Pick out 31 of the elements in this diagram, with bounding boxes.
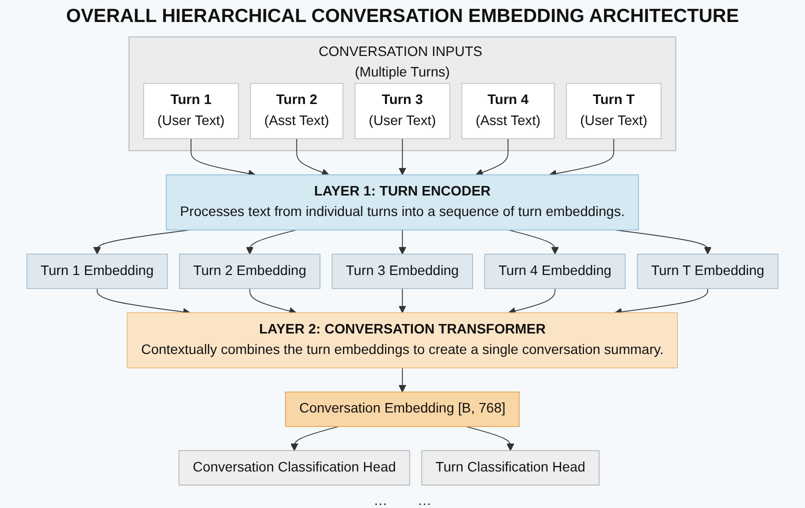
ellipsis-text: …: [374, 492, 388, 508]
arrow: [398, 367, 406, 392]
arrow: [93, 230, 190, 254]
node-box: Turn 4 Embedding: [484, 254, 626, 289]
node-box: Turn 1 Embedding: [26, 254, 168, 289]
node-box: Conversation Classification Head: [178, 450, 410, 486]
arrow: [398, 138, 406, 176]
node-box: Turn 1 (User Text): [143, 83, 239, 140]
arrow: [296, 138, 330, 176]
arrow: [290, 426, 340, 451]
node-box: Turn T (User Text): [566, 83, 662, 140]
arrow: [398, 230, 406, 254]
arrow: [508, 230, 559, 254]
node-box: LAYER 2: CONVERSATION TRANSFORMER Contextually combines the turn embeddings to create a single conversation summary.: [126, 312, 678, 368]
node-box: Turn Classification Head: [421, 450, 600, 486]
arrow: [466, 426, 514, 451]
node-box: Turn 4 (Asst Text): [461, 83, 555, 140]
arrow: [249, 288, 297, 315]
node-box: Turn 3 Embedding: [332, 254, 474, 289]
arrow: [508, 288, 556, 315]
node-box: LAYER 1: TURN ENCODER Processes text from individual turns into a sequence of turn embeddings.: [166, 174, 639, 230]
node-box: Conversation Embedding [B, 768]: [285, 392, 520, 427]
node-box: Turn 2 Embedding: [179, 254, 320, 289]
node-box: Turn 3 (User Text): [354, 83, 450, 140]
node-box: Turn T Embedding: [636, 254, 779, 289]
arrow: [246, 230, 297, 254]
arrow: [398, 288, 406, 314]
node-box: Turn 2 (Asst Text): [250, 83, 344, 140]
ellipsis-text: …: [418, 492, 432, 508]
diagram-title: OVERALL HIERARCHICAL CONVERSATION EMBEDDING ARCHITECTURE: [66, 6, 739, 28]
arrow: [476, 138, 508, 176]
